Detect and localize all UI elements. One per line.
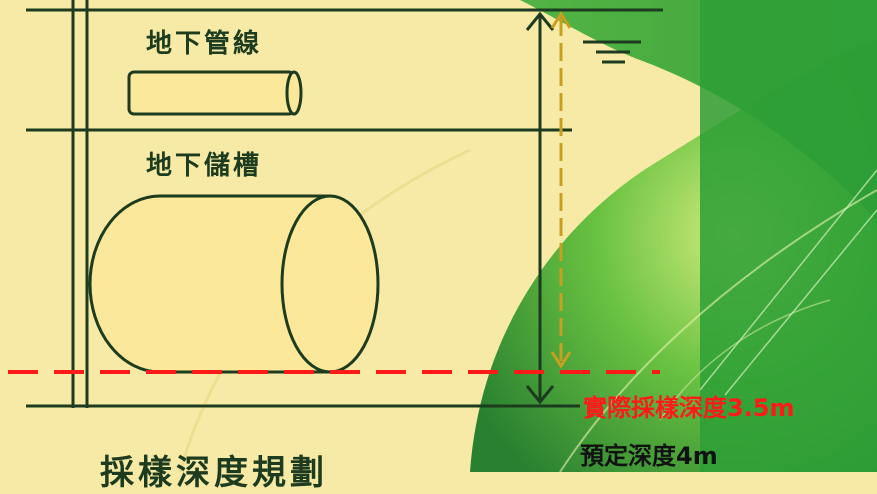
frame-lines (26, 0, 663, 408)
actual-depth-arrow (550, 11, 572, 369)
planned-depth-label: 預定深度4m (580, 442, 718, 470)
actual-depth-label: 實際採樣深度3.5m (583, 394, 795, 422)
background-decoration (178, 0, 877, 472)
diagram-title: 採樣深度規劃 (100, 453, 328, 493)
planned-depth-arrow (525, 11, 555, 405)
storage-tank-label: 地下儲槽 (146, 151, 263, 181)
diagonal-line (699, 169, 877, 391)
pipe-icon (127, 70, 303, 116)
diagram-canvas (8, 0, 877, 472)
green-panel (700, 0, 877, 472)
diagonal-line (724, 209, 877, 396)
leaf-vein (559, 189, 877, 472)
leaf-vein (659, 299, 831, 421)
water-table-icon (583, 40, 641, 64)
pipe-label: 地下管線 (146, 29, 263, 59)
storage-tank-icon (88, 194, 380, 374)
